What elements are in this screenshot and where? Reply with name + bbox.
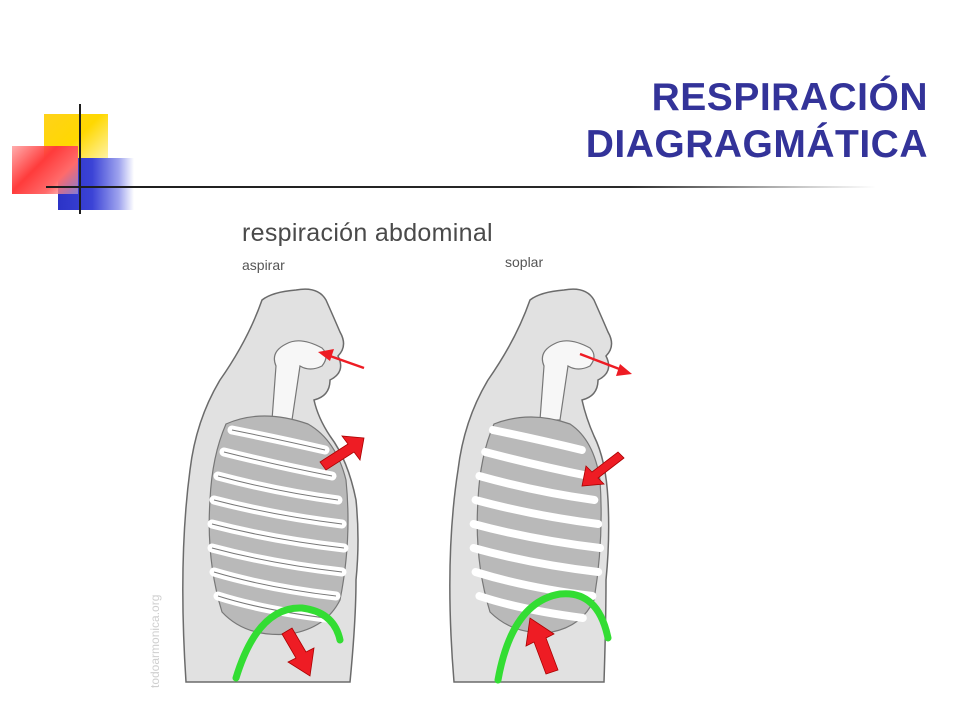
label-inhale: aspirar xyxy=(242,257,285,273)
exhale-arrow-icon xyxy=(579,352,632,376)
diaphragm-down-arrow-icon xyxy=(281,627,315,677)
chest-in-arrow-icon xyxy=(581,451,625,487)
airway-right xyxy=(539,340,595,421)
inhale-arrow-icon xyxy=(318,349,365,370)
slide-title: RESPIRACIÓN DIAGRAGMÁTICA xyxy=(586,74,928,168)
airway-left xyxy=(271,340,327,421)
slide-title-line-2: DIAGRAGMÁTICA xyxy=(585,123,928,166)
diaphragm-right xyxy=(494,590,612,684)
decorative-vertical-line xyxy=(79,104,81,214)
inhale-figure xyxy=(182,288,365,683)
watermark: todoarmonica.org xyxy=(148,594,162,688)
slide-title-line-1: RESPIRACIÓN xyxy=(651,76,928,119)
label-exhale: soplar xyxy=(505,254,544,270)
exhale-figure xyxy=(449,288,632,684)
diaphragm-up-arrow-icon xyxy=(525,617,559,675)
title-underline xyxy=(46,186,876,188)
chest-out-arrow-icon xyxy=(319,435,365,471)
breathing-illustration xyxy=(182,288,632,684)
figure-heading: respiración abdominal xyxy=(242,219,493,247)
diaphragm-left xyxy=(232,604,344,682)
